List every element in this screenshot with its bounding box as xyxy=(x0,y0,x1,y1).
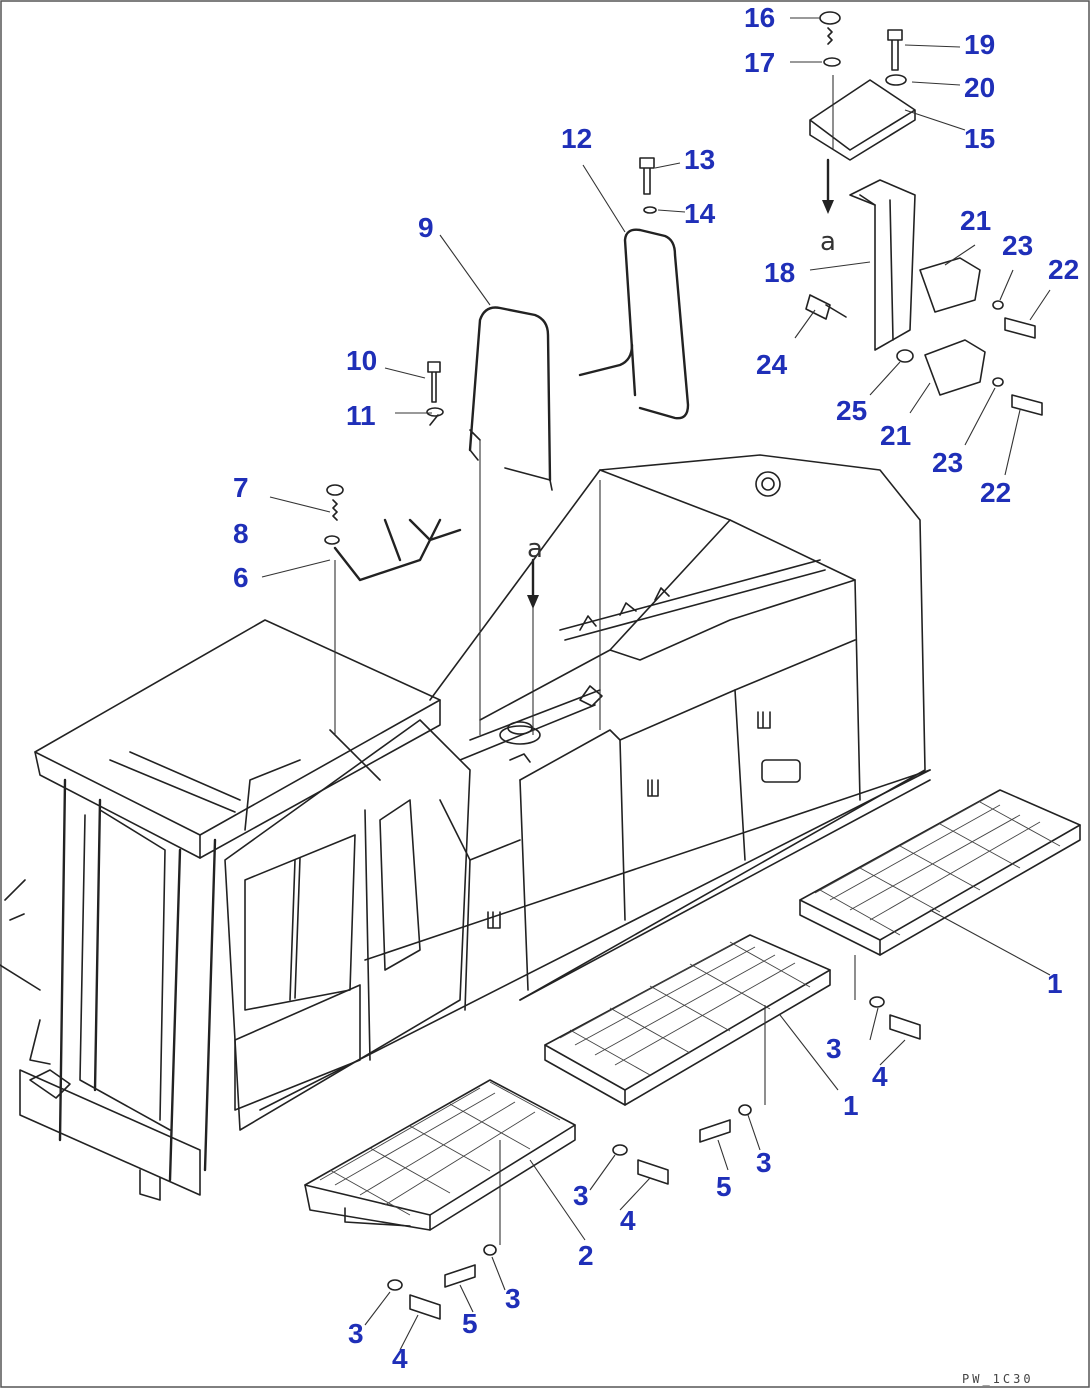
callout-4c: 4 xyxy=(392,1343,408,1374)
callout-23-lower: 23 xyxy=(932,447,963,478)
callout-17: 17 xyxy=(744,47,775,78)
callout-8: 8 xyxy=(233,518,249,549)
callout-3a: 3 xyxy=(826,1033,842,1064)
step-plate-2-front xyxy=(304,1079,576,1231)
callout-16: 16 xyxy=(744,2,775,33)
callout-7: 7 xyxy=(233,472,249,503)
callout-12: 12 xyxy=(561,123,592,154)
callout-5a: 5 xyxy=(716,1171,732,1202)
callout-18: 18 xyxy=(764,257,795,288)
callout-23-upper: 23 xyxy=(1002,230,1033,261)
callout-2: 2 xyxy=(578,1240,594,1271)
callout-labels: 1 1 2 3 3 3 3 3 4 4 4 5 5 6 7 8 9 10 11 … xyxy=(233,2,1079,1374)
callout-3c: 3 xyxy=(573,1180,589,1211)
drawing-code: PW_1C30 xyxy=(962,1372,1034,1386)
view-ref-upper: a xyxy=(820,227,836,257)
view-arrows xyxy=(527,158,834,609)
callout-24: 24 xyxy=(756,349,788,380)
callout-10: 10 xyxy=(346,345,377,376)
callout-3d: 3 xyxy=(505,1283,521,1314)
callout-6: 6 xyxy=(233,562,249,593)
handrail-9 xyxy=(468,306,553,491)
callout-15: 15 xyxy=(964,123,995,154)
callout-3e: 3 xyxy=(348,1318,364,1349)
callout-3b: 3 xyxy=(756,1147,772,1178)
callout-25: 25 xyxy=(836,395,867,426)
view-ref-lower: a xyxy=(527,534,543,564)
operator-cab xyxy=(0,619,471,1201)
callout-22-lower: 22 xyxy=(980,477,1011,508)
callout-13: 13 xyxy=(684,144,715,175)
callout-4a: 4 xyxy=(872,1061,888,1092)
handrail-12 xyxy=(578,228,690,420)
step-plate-1-rear xyxy=(799,789,1081,956)
step-plate-1-middle xyxy=(544,934,831,1106)
callout-21-upper: 21 xyxy=(960,205,991,236)
machine-body xyxy=(259,454,931,1111)
callout-9: 9 xyxy=(418,212,434,243)
callout-1-middle: 1 xyxy=(843,1090,859,1121)
callout-4b: 4 xyxy=(620,1205,636,1236)
callout-19: 19 xyxy=(964,29,995,60)
callout-5b: 5 xyxy=(462,1308,478,1339)
callout-22-upper: 22 xyxy=(1048,254,1079,285)
fasteners xyxy=(324,11,1043,1320)
callout-1-rear: 1 xyxy=(1047,968,1063,999)
callout-21-lower: 21 xyxy=(880,420,911,451)
handrail-6 xyxy=(333,518,462,582)
callout-20: 20 xyxy=(964,72,995,103)
leader-lines xyxy=(261,17,1051,1351)
callout-11: 11 xyxy=(346,400,376,431)
callout-14: 14 xyxy=(684,198,716,229)
